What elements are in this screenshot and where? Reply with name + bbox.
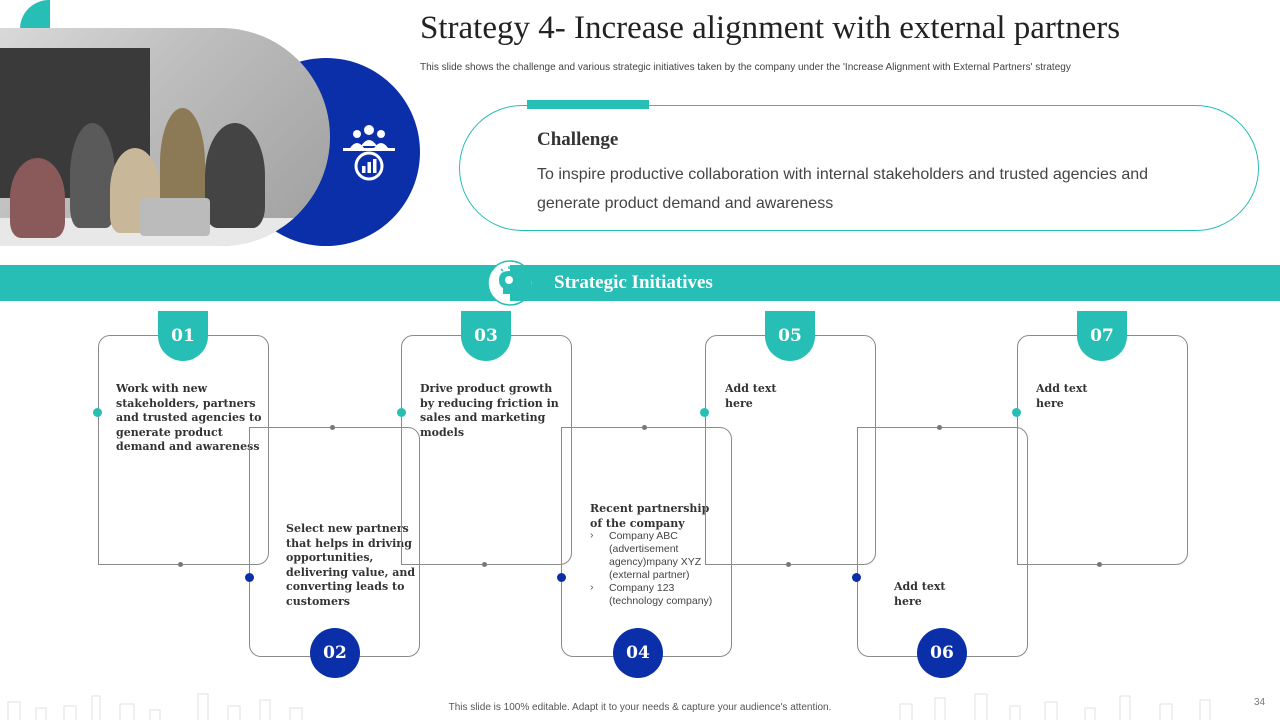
- initiatives-heading: Strategic Initiatives: [554, 272, 713, 293]
- step-01-text: Work with new stakeholders, partners and…: [116, 382, 262, 453]
- person-figure: [70, 123, 115, 228]
- step-04-bullet: Company 123 (technology company): [590, 581, 725, 608]
- step-03-badge: 03: [461, 311, 511, 361]
- step-05-dot: [700, 408, 709, 417]
- slide-title: Strategy 4- Increase alignment with exte…: [420, 10, 1121, 46]
- step-03-text: Drive product growth by reducing frictio…: [420, 382, 559, 439]
- step-01-end-dot: [178, 562, 183, 567]
- challenge-heading: Challenge: [537, 129, 619, 150]
- step-01-dot: [93, 408, 102, 417]
- step-05-frame: [705, 335, 876, 565]
- step-03-frame: [401, 335, 572, 565]
- step-01-badge: 01: [158, 311, 208, 361]
- step-04-badge: 04: [613, 628, 663, 678]
- step-03-dot: [397, 408, 406, 417]
- step-02-badge: 02: [310, 628, 360, 678]
- step-02-text: Select new partners that helps in drivin…: [286, 522, 416, 608]
- step-06-text: Add text here: [894, 580, 946, 608]
- step-04-dot: [557, 573, 566, 582]
- step-04-text: Recent partnership of the company: [590, 502, 710, 530]
- step-06-end-dot: [937, 425, 942, 430]
- decorative-skyline: [7, 693, 1211, 720]
- slide-subtitle: This slide shows the challenge and vario…: [420, 62, 1071, 73]
- step-04-end-dot: [642, 425, 647, 430]
- page-number: 34: [1254, 697, 1266, 708]
- challenge-accent-bar: [527, 100, 649, 109]
- head-gear-icon: [487, 260, 533, 306]
- initiatives-band: [0, 265, 1280, 301]
- step-03-end-dot: [482, 562, 487, 567]
- step-07-text: Add text here: [1036, 382, 1088, 410]
- step-06-dot: [852, 573, 861, 582]
- team-meeting-photo: [0, 28, 330, 246]
- step-02-dot: [245, 573, 254, 582]
- step-07-end-dot: [1097, 562, 1102, 567]
- person-figure: [205, 123, 265, 228]
- step-07-badge: 07: [1077, 311, 1127, 361]
- step-04-bullet: Company ABC (advertisement agency)mpany …: [590, 529, 725, 582]
- step-06-badge: 06: [917, 628, 967, 678]
- step-05-badge: 05: [765, 311, 815, 361]
- footer-note: This slide is 100% editable. Adapt it to…: [448, 702, 832, 713]
- team-chart-icon: [343, 125, 395, 181]
- step-05-end-dot: [786, 562, 791, 567]
- step-04-bullet-list: Company ABC (advertisement agency)mpany …: [590, 529, 725, 608]
- step-02-end-dot: [330, 425, 335, 430]
- challenge-text: To inspire productive collaboration with…: [537, 166, 1149, 212]
- person-figure: [10, 158, 65, 238]
- step-05-text: Add text here: [725, 382, 777, 410]
- step-07-dot: [1012, 408, 1021, 417]
- step-07-frame: [1017, 335, 1188, 565]
- step-06-frame: [857, 427, 1028, 657]
- laptop: [140, 198, 210, 236]
- challenge-box: [459, 105, 1259, 231]
